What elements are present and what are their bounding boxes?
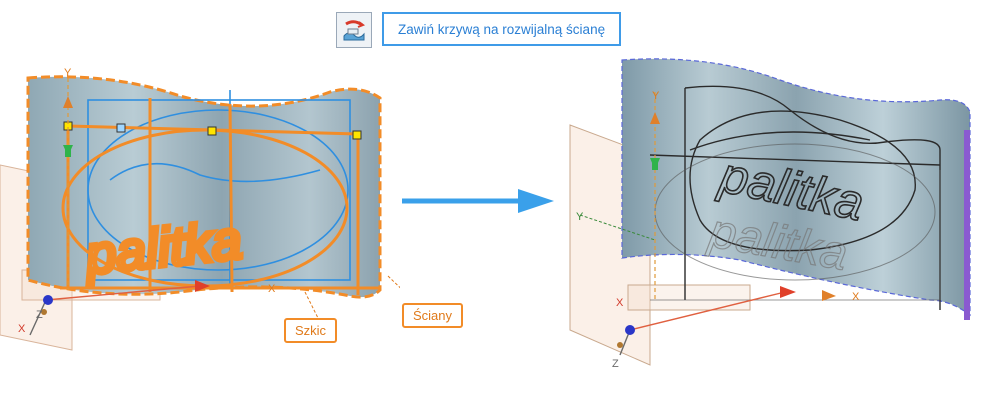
control-points[interactable] [63,121,362,140]
axis-y-label: Y [652,90,660,102]
axis-y-label: Y [64,67,72,79]
axis-triad [579,92,836,356]
axis-x-label: X [268,283,276,295]
before-viewport[interactable]: palitka Y X Z X [0,0,417,400]
sketch-callout: Szkic [284,318,338,343]
wrap-curve-icon[interactable] [336,12,372,48]
axis-z-label: Z [612,358,619,370]
after-viewport[interactable]: palitka palitka Y Y X X Z [540,0,1000,400]
axis-y-green-label: Y [576,211,584,223]
blue-sketch-curves [87,90,351,285]
axis-x-red-label: X [18,323,26,335]
axis-x-label: X [852,291,860,303]
axis-x-red-label: X [616,297,624,309]
axis-triad [29,78,210,336]
faces-callout: Ściany [402,303,464,328]
arrow-right-icon [398,186,558,216]
command-title: Zawiń krzywą na rozwijalną ścianę [382,12,622,46]
axis-z-label: Z [36,309,43,321]
